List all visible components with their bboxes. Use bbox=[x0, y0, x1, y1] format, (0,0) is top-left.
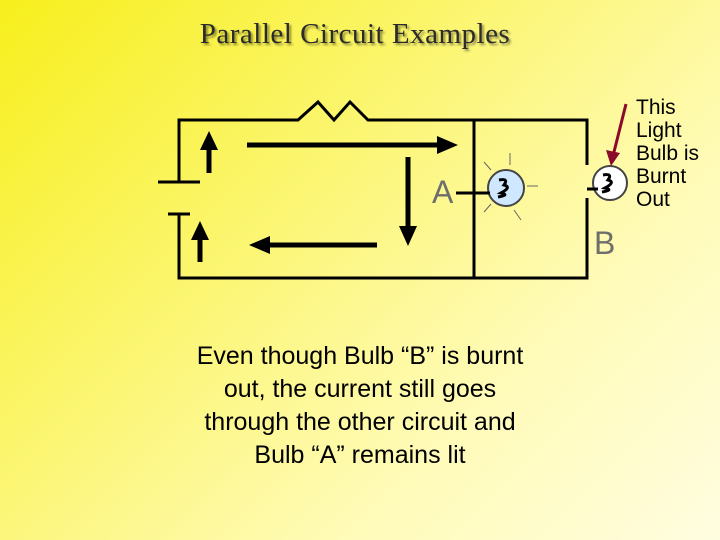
current-arrows bbox=[191, 131, 458, 262]
caption-line: out, the current still goes bbox=[223, 375, 497, 403]
bulb-b-note-line: Out bbox=[636, 188, 670, 211]
current-arrow-down-head bbox=[399, 226, 417, 246]
bulb-a-filament bbox=[496, 178, 509, 199]
bulb-b-note: This Light Bulb is Burnt Out bbox=[636, 96, 718, 211]
bulb-b-filament bbox=[600, 173, 613, 194]
bulb-b-note-line: Light bbox=[636, 119, 682, 142]
caption-line: Bulb “A” remains lit bbox=[254, 441, 466, 469]
bulb-a-label: A bbox=[432, 174, 454, 210]
current-arrow-left-head bbox=[249, 236, 270, 254]
circuit-wires bbox=[158, 99, 589, 280]
top-wire bbox=[177, 99, 589, 182]
caption-line: through the other circuit and bbox=[204, 408, 516, 436]
current-arrow-up-2-head bbox=[191, 221, 209, 240]
bulb-b-note-line: Bulb is bbox=[636, 142, 700, 165]
current-arrow-right-head bbox=[437, 136, 458, 154]
bulb-a-rays bbox=[483, 153, 538, 221]
bulb-b-note-line: Burnt bbox=[636, 165, 687, 188]
slide-title: Parallel Circuit Examples bbox=[199, 18, 511, 50]
pointer-arrow bbox=[606, 103, 628, 166]
current-arrow-up-1-head bbox=[200, 131, 218, 150]
bulb-b-note-line: This bbox=[636, 96, 676, 119]
bulb-b-label: B bbox=[594, 225, 615, 261]
bulb-b bbox=[587, 165, 628, 201]
caption-line: Even though Bulb “B” is burnt bbox=[196, 342, 524, 370]
bottom-wire bbox=[177, 198, 589, 280]
bulb-a bbox=[456, 153, 538, 221]
explanation-caption: Even though Bulb “B” is burnt out, the c… bbox=[150, 340, 570, 472]
